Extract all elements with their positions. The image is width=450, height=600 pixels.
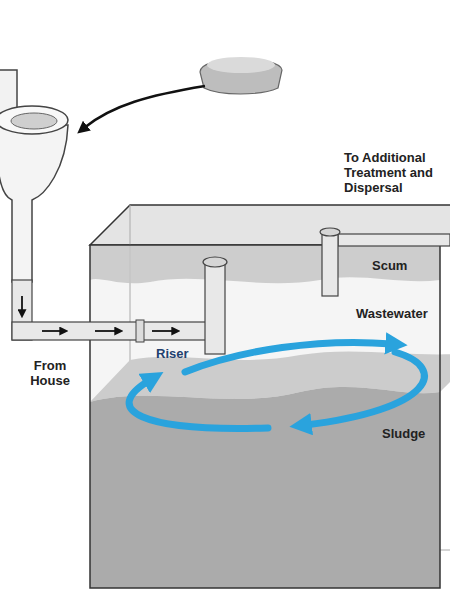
pipe [205,262,225,354]
scum-layer [90,245,440,283]
outlet-pipe [320,228,450,296]
toilet-seat [0,106,68,134]
flow-arrow [152,330,174,332]
tank-top [90,205,450,245]
pipe [322,232,338,296]
pipe-coupling [136,320,144,342]
wastewater-layer [90,245,440,588]
pipe-cap [203,257,227,267]
flow-arrow [21,296,23,312]
soap-item [84,57,282,128]
pipe [338,234,450,246]
part-label: Riser [156,346,189,361]
septic-tank [90,205,450,588]
flow-arrow [95,330,117,332]
layer-label: Wastewater [356,306,428,321]
inlet-label: From House [22,358,78,388]
toilet-opening [11,113,57,129]
layer-label: Scum [372,258,407,273]
flow-arrow [185,342,392,372]
toilet-bowl [0,125,68,282]
soap-highlight [207,57,275,73]
outlet-label: To Additional Treatment and Dispersal [344,150,444,195]
inlet-pipe [12,257,227,354]
flow-arrow [305,352,424,425]
tank-front [90,245,440,588]
circulation-arrows [129,342,424,428]
toilet [0,70,68,282]
layer-label: Sludge [382,426,425,441]
flow-arrow [129,380,268,428]
drop-arrow [84,86,205,128]
flow-arrow [42,330,62,332]
pipe-cap [320,228,340,236]
pipe [12,322,208,340]
